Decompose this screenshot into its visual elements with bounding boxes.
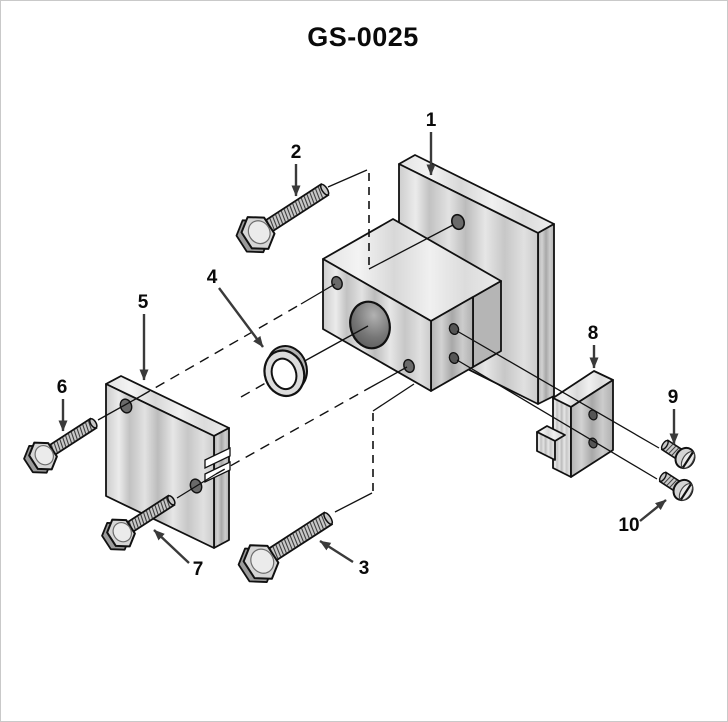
block-front-hole-bottom [403,358,415,374]
centerlines [97,169,660,513]
endplate-key-face [536,431,556,461]
block-bore [349,300,391,350]
projection-bolt3-a [334,492,373,513]
part-3-hex-bolt [237,511,334,583]
centerline-bolt7-dashed [215,386,372,475]
callout-5: 5 [138,292,149,313]
centerline-bolt6 [97,395,142,421]
callout-10: 10 [618,515,639,536]
centerline-oring [300,325,369,364]
centerline-bolt7 [176,473,217,499]
callout-arrow-3 [319,539,354,564]
callout-arrow-4 [218,287,264,348]
callout-9: 9 [668,387,679,408]
centerline-bolt7-end [370,366,408,388]
projection-bolt2-a [327,169,368,188]
centerline-screw9 [456,330,660,449]
callout-8: 8 [588,323,599,344]
centerline-screw10 [456,359,658,480]
endplate-hole-top [588,409,598,421]
callout-1: 1 [426,110,437,131]
part-4-o-ring [263,345,308,398]
part-10-slotted-screw [658,471,694,502]
callout-arrow-10 [639,499,667,522]
endplate-front-face [570,379,614,478]
callout-arrow-7 [153,529,190,564]
centerline-bolt6-dashed [140,303,302,397]
projection-bolt3-b [372,383,415,412]
part-2-hex-bolt [235,183,330,254]
callout-6: 6 [57,377,68,398]
part-9-slotted-screw [660,439,696,470]
projection-bolt2-b [368,224,454,270]
plate-slot-upper [204,446,231,470]
callout-7: 7 [193,559,204,580]
block-side-hole-top [448,322,460,336]
plate-side-face [213,427,230,549]
part-8-keyed-end-plate [536,370,614,478]
callout-3: 3 [359,558,370,579]
flange-side-face [537,223,555,405]
endplate-hole-bottom [588,437,598,449]
block-front-hole-top [331,275,343,291]
flange-bolt-hole [451,213,465,231]
drawing-title: GS-0025 [307,22,419,52]
centerline-bolt6-end [300,283,336,305]
block-side-hole-bottom [448,351,460,365]
callout-2: 2 [291,142,302,163]
part-6-hex-bolt [23,417,98,474]
part-5-cover-plate [105,375,231,549]
callout-4: 4 [207,267,218,288]
callouts: 1 2 3 4 5 6 7 8 9 10 [57,110,679,580]
plate-front-face [105,383,215,549]
part-1-main-block [322,154,555,405]
part-7-hex-bolt [101,494,176,551]
